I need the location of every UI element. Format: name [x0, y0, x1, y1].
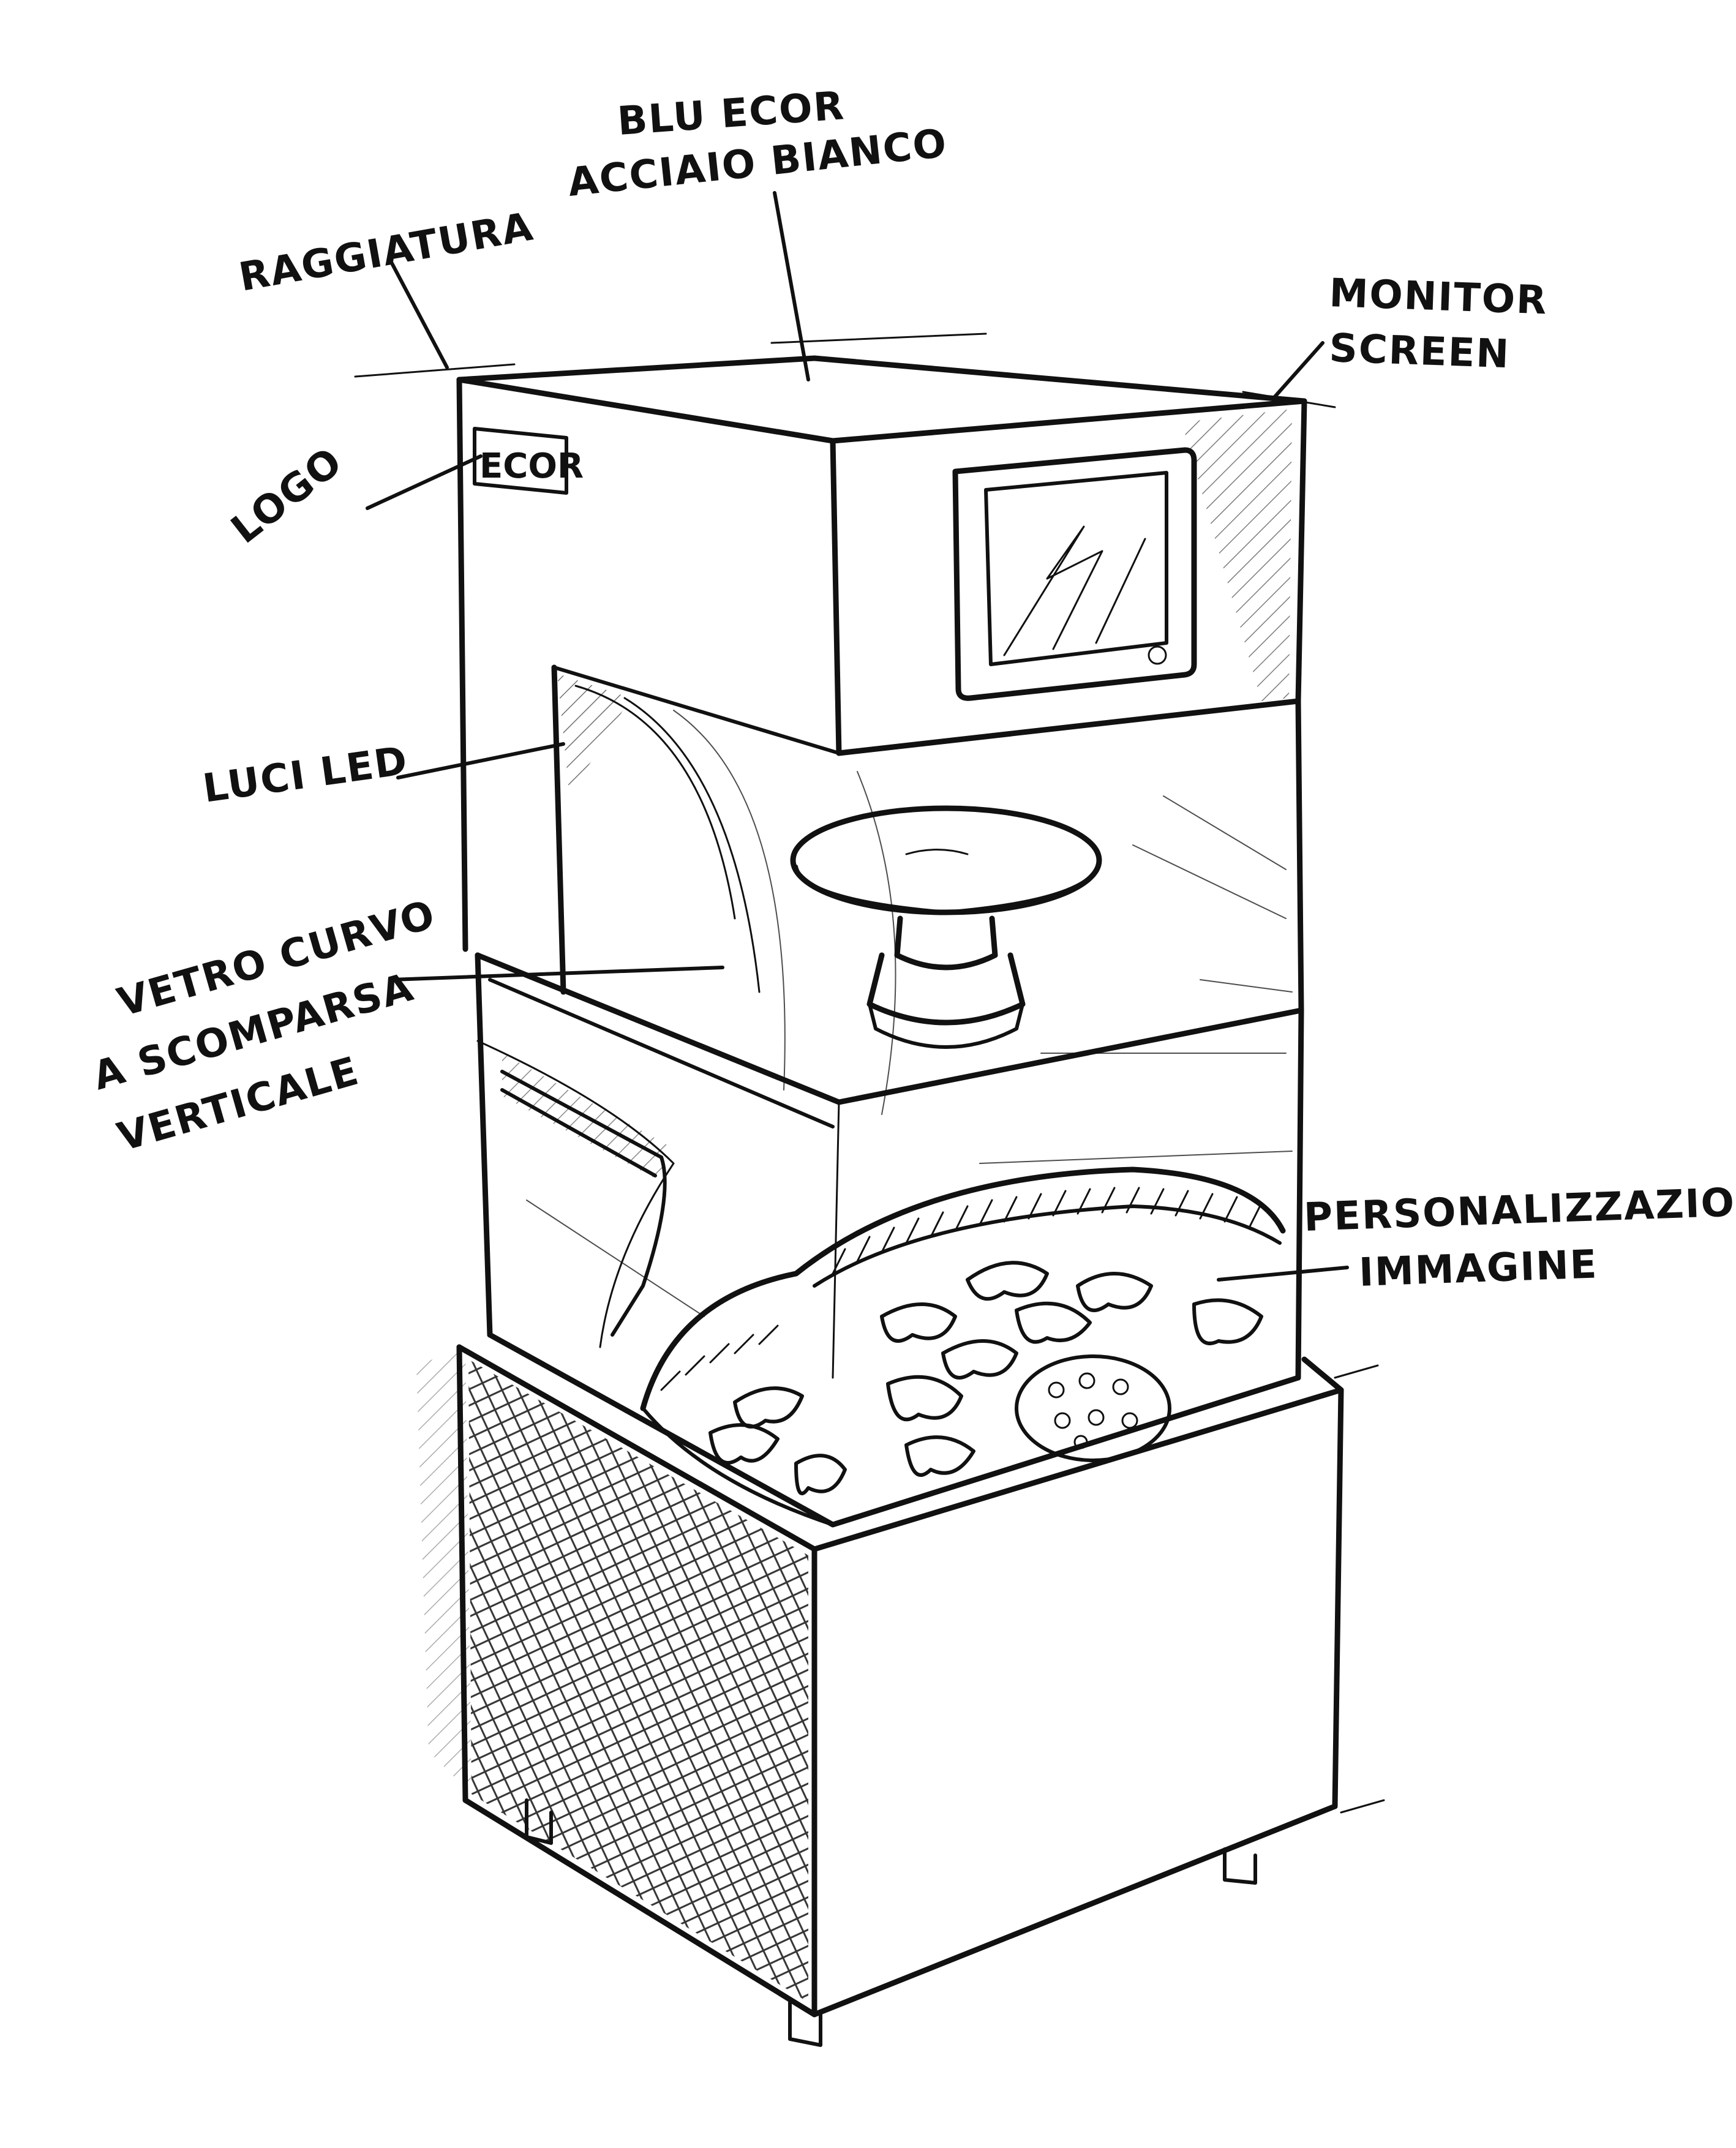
- label-monitor-line1: MONITOR: [1328, 271, 1548, 323]
- label-personalizzazione-line2: IMMAGINE: [1358, 1242, 1599, 1296]
- label-raggiatura: RAGGIATURA: [236, 204, 537, 300]
- logo-text: ECOR: [479, 446, 584, 486]
- top-housing: [354, 332, 1336, 952]
- labels: BLU ECOR ACCIAIO BIANCO RAGGIATURA MONIT…: [88, 83, 1736, 1296]
- label-personalizzazione-line1: PERSONALIZZAZIONE: [1303, 1178, 1736, 1241]
- base-cabinet: [416, 1344, 1385, 2047]
- annotation-leaders: [366, 191, 1349, 1282]
- pizza-image: [640, 1166, 1286, 1527]
- lower-frame: [475, 952, 1304, 1528]
- label-monitor-line2: SCREEN: [1328, 326, 1511, 377]
- label-logo: LOGO: [223, 438, 351, 552]
- label-luci-led: LUCI LED: [200, 738, 411, 812]
- logo-plate: ECOR: [473, 427, 584, 495]
- glass-display: [475, 664, 1304, 1379]
- monitor-screen: [952, 447, 1197, 701]
